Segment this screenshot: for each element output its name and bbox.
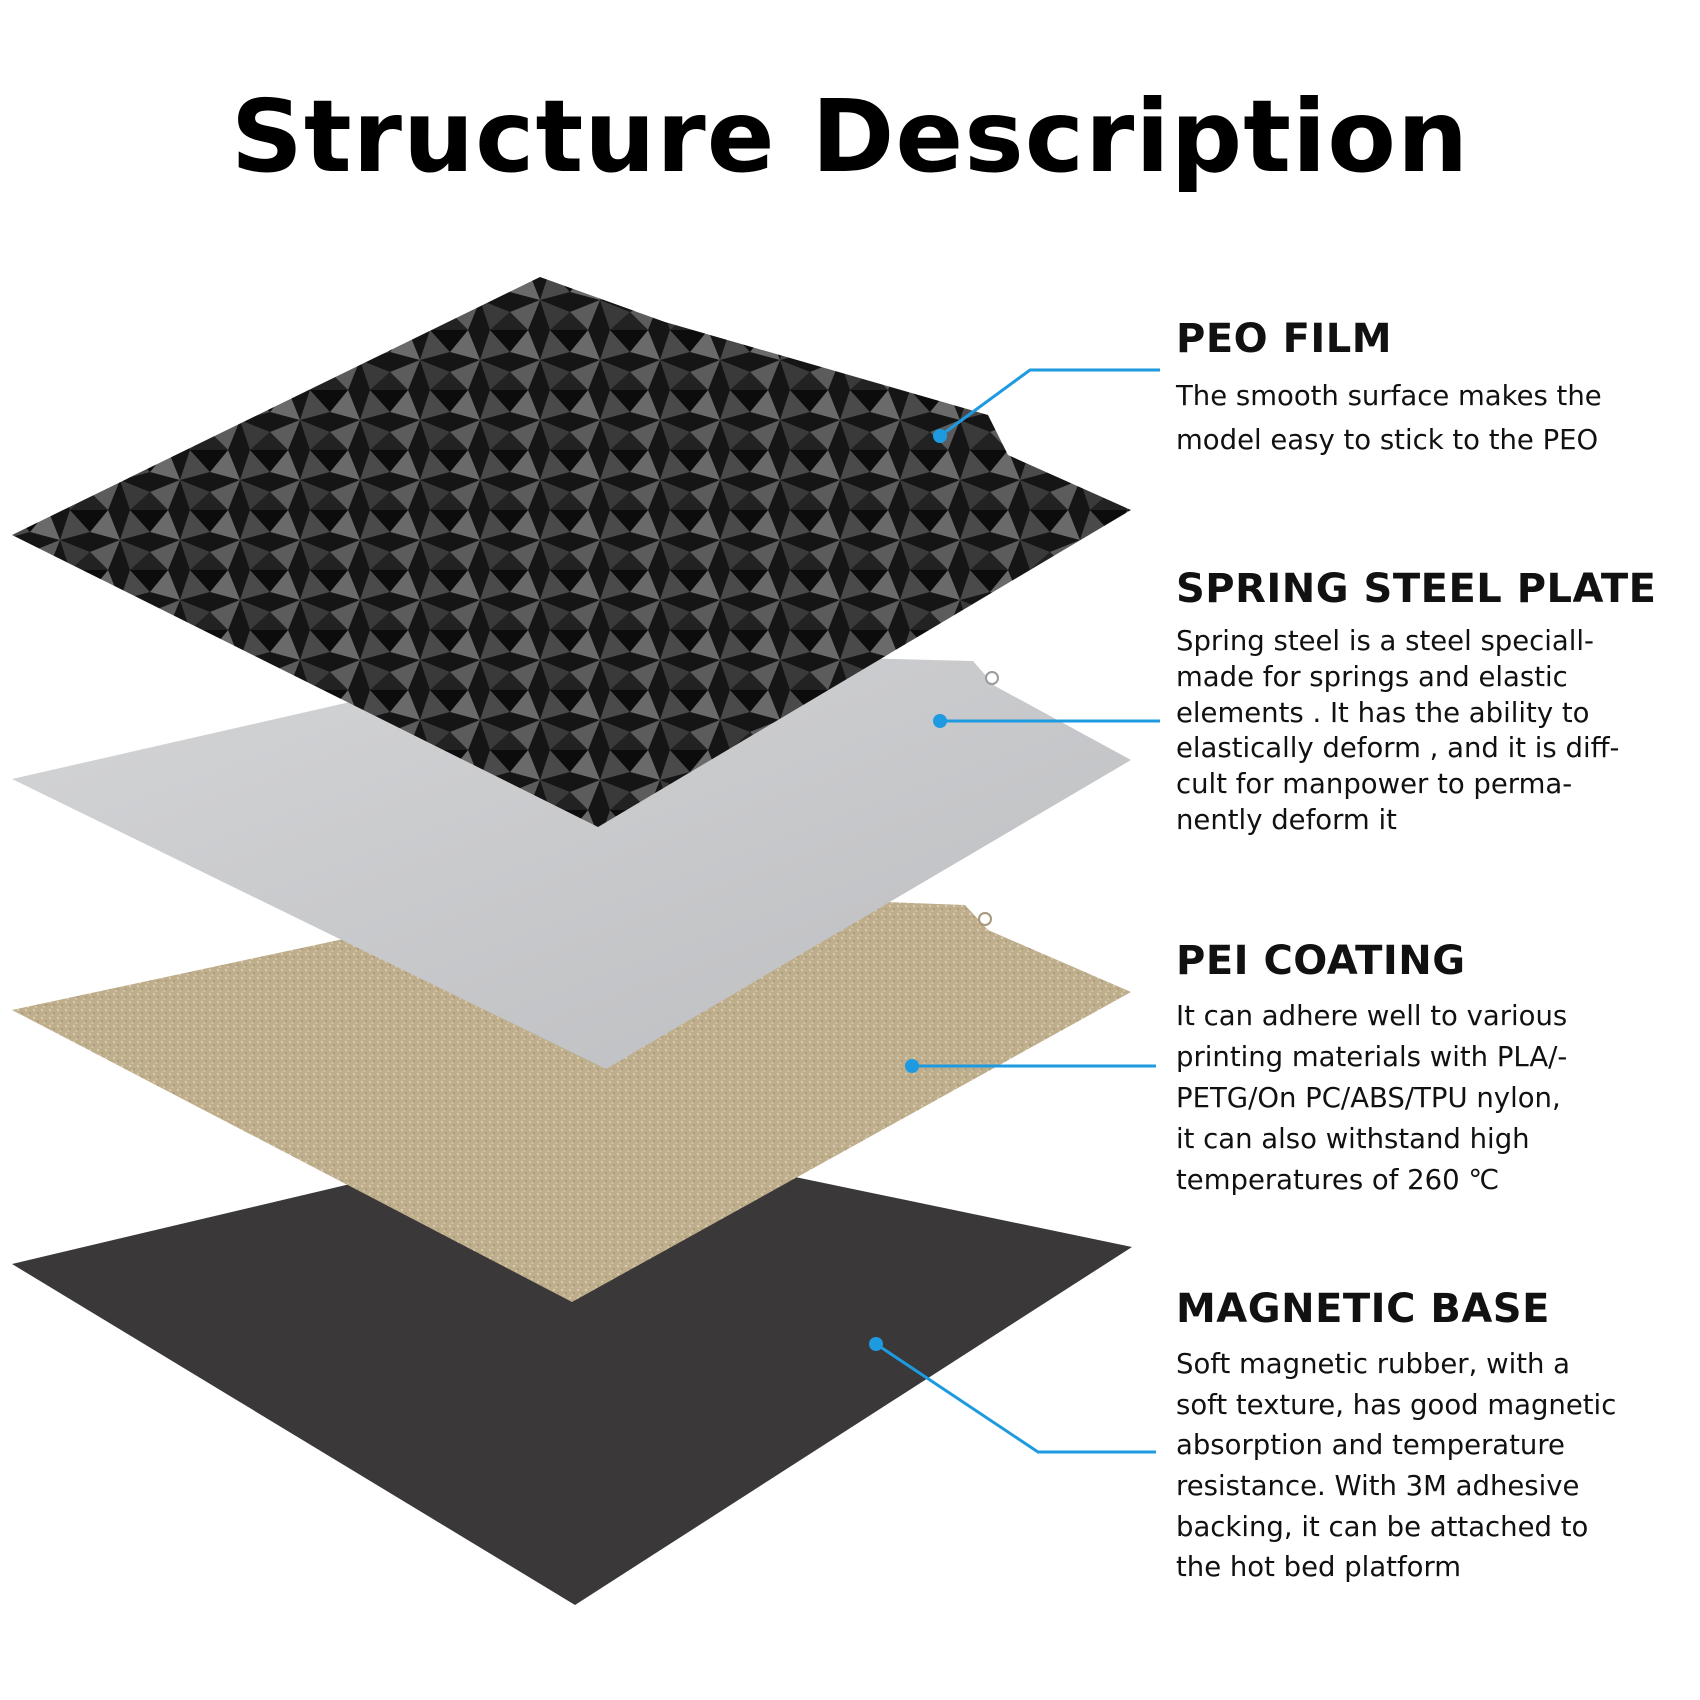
peo-film-sheet xyxy=(12,277,1131,827)
peo-leader-dot xyxy=(933,429,947,443)
pei-coating-heading: PEI COATING xyxy=(1176,938,1466,984)
magnetic-leader-line xyxy=(875,1342,1156,1454)
pei-leader-dot xyxy=(905,1059,919,1073)
steel-leader-dot xyxy=(933,714,947,728)
steel-mount-hole xyxy=(985,671,999,685)
peo-film-callout: PEO FILM The smooth surface makes the mo… xyxy=(1176,316,1686,462)
peo-film-description: The smooth surface makes the model easy … xyxy=(1176,380,1602,456)
magnetic-base-callout: MAGNETIC BASE Soft magnetic rubber, with… xyxy=(1176,1286,1686,1588)
magnetic-base-heading: MAGNETIC BASE xyxy=(1176,1286,1550,1332)
peo-leader-line xyxy=(939,368,1160,438)
magnetic-base-sheet xyxy=(12,1131,1132,1605)
pei-mount-hole xyxy=(978,912,992,926)
pei-coating-sheet xyxy=(12,890,1131,1302)
leader-lines xyxy=(875,368,1160,1454)
magnetic-base-description: Soft magnetic rubber, with a soft textur… xyxy=(1176,1348,1617,1584)
spring-steel-description: Spring steel is a steel speciall- made f… xyxy=(1176,625,1620,836)
spring-steel-heading: SPRING STEEL PLATE xyxy=(1176,566,1657,612)
leader-dots xyxy=(869,429,947,1351)
spring-steel-callout: SPRING STEEL PLATE Spring steel is a ste… xyxy=(1176,566,1686,839)
spring-steel-sheet xyxy=(12,651,1131,1069)
peo-film-heading: PEO FILM xyxy=(1176,316,1393,362)
magnetic-leader-dot xyxy=(869,1337,883,1351)
pei-coating-callout: PEI COATING It can adhere well to variou… xyxy=(1176,938,1686,1201)
pei-coating-description: It can adhere well to various printing m… xyxy=(1176,1000,1568,1196)
page-title: Structure Description xyxy=(230,78,1470,195)
